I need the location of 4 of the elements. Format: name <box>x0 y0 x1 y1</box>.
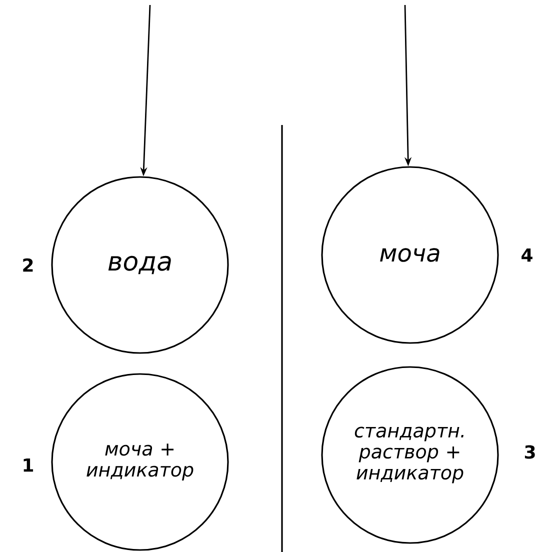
callout-number: 3 <box>524 445 535 459</box>
callout-number: 4 <box>522 248 532 262</box>
callout-number: 1 <box>24 458 34 472</box>
callout-number: 2 <box>23 258 33 272</box>
